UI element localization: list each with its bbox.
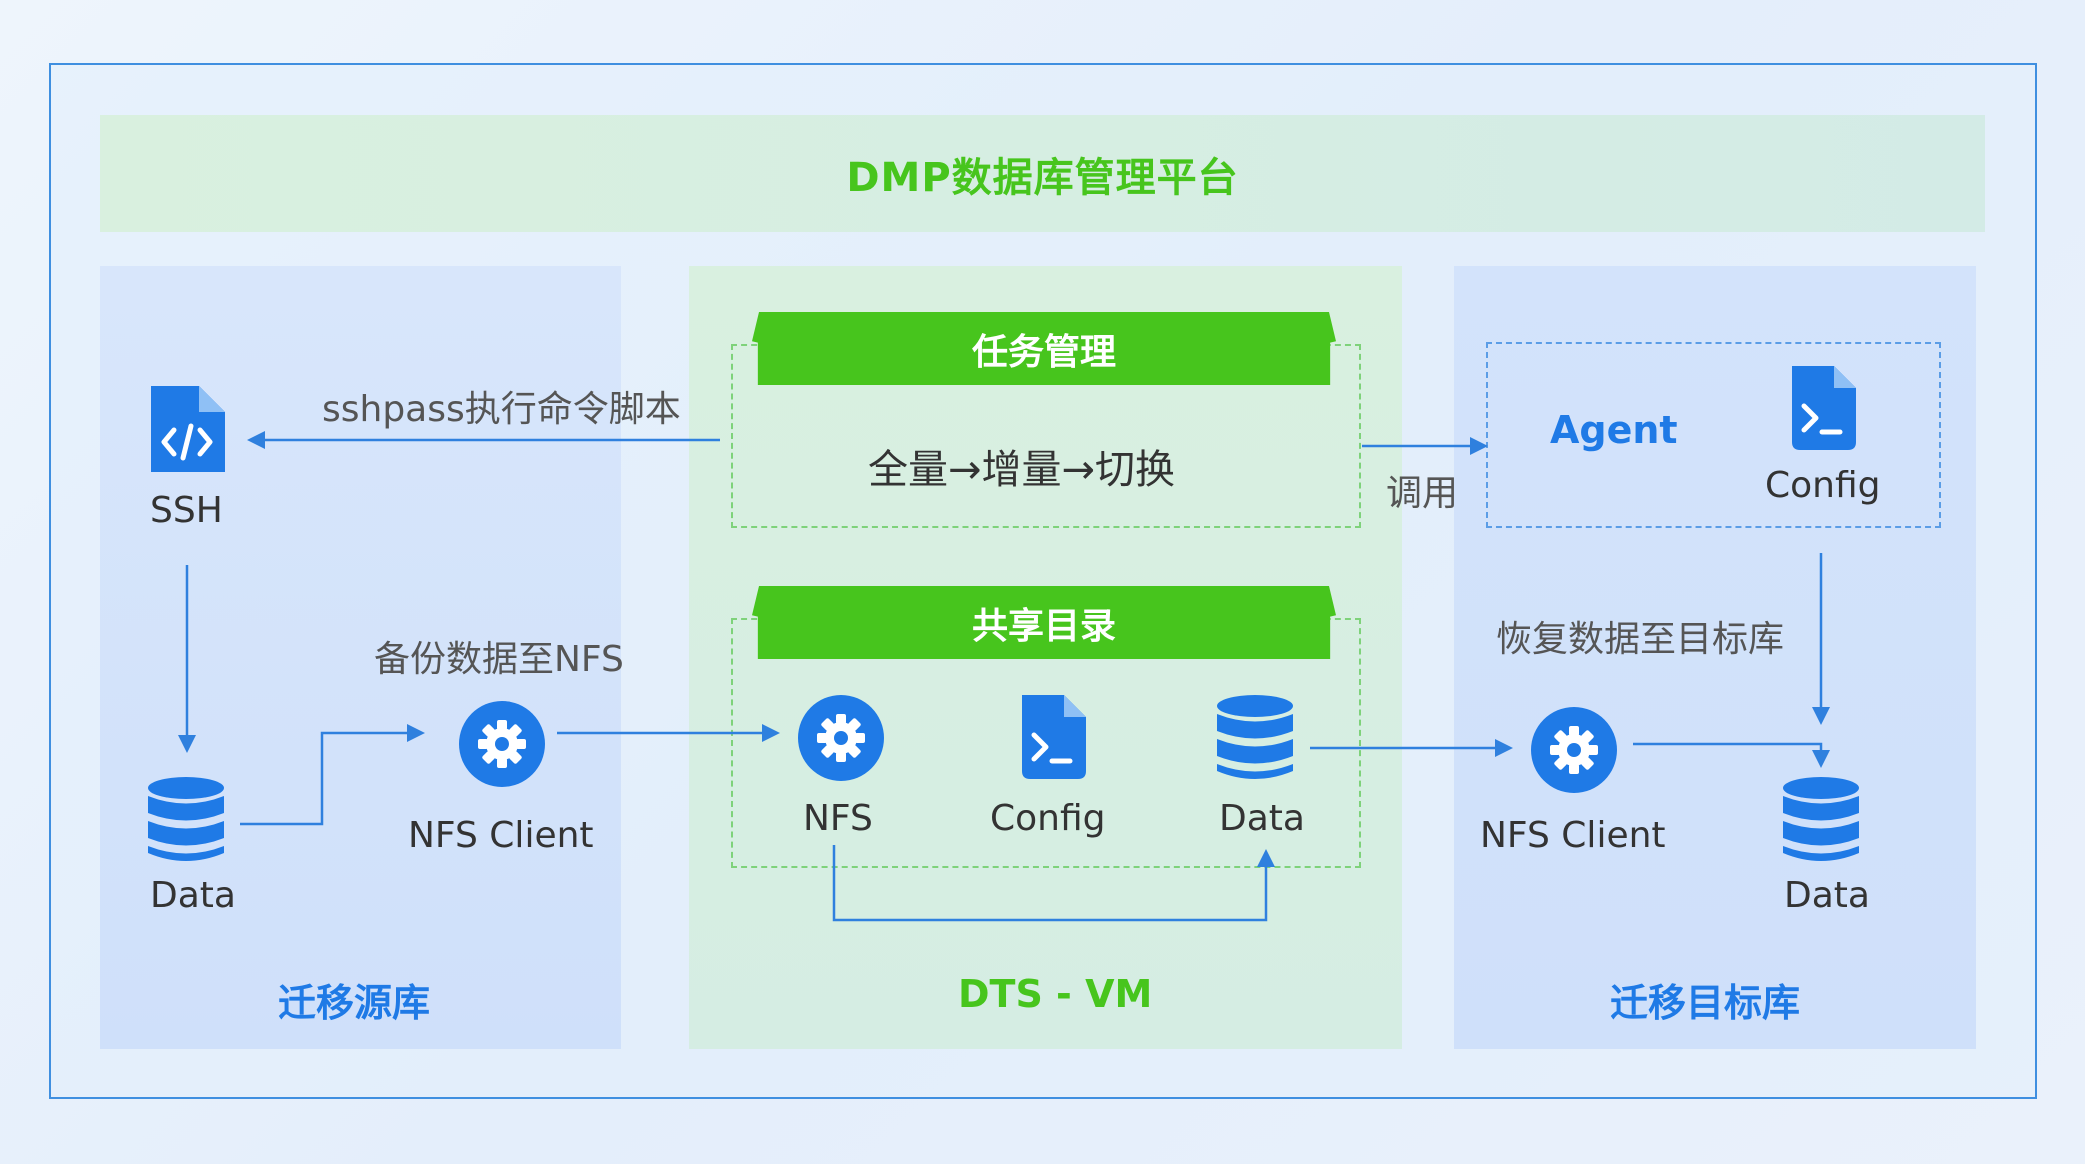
terminal-file-icon — [1022, 695, 1086, 779]
restore-caption: 恢复数据至目标库 — [1496, 619, 1785, 660]
agent-group — [1486, 342, 1941, 528]
target-gear-icon — [1531, 707, 1617, 793]
agent-config-label: Config — [1765, 465, 1881, 506]
nfs-gear-icon — [798, 695, 884, 781]
source-data-label: Data — [150, 875, 236, 916]
task-flow-text: 全量→增量→切换 — [868, 447, 1176, 493]
dts-database-icon — [1217, 695, 1293, 779]
platform-title: DMP数据库管理平台 — [846, 154, 1239, 201]
invoke-caption: 调用 — [1386, 473, 1459, 514]
agent-label: Agent — [1550, 408, 1678, 452]
shared-directory-banner: 共享目录 — [752, 586, 1336, 659]
target-panel — [1454, 266, 1976, 1049]
code-file-icon — [151, 386, 225, 472]
dts-config-label: Config — [990, 798, 1106, 839]
target-panel-title: 迁移目标库 — [1610, 981, 1801, 1025]
sshpass-caption: sshpass执行命令脚本 — [322, 389, 681, 430]
target-data-label: Data — [1784, 875, 1870, 916]
source-panel-title: 迁移源库 — [278, 981, 431, 1025]
gear-icon — [459, 701, 545, 787]
source-nfs-client-label: NFS Client — [408, 815, 594, 856]
nfs-label: NFS — [803, 798, 873, 839]
database-icon — [148, 777, 224, 861]
target-nfs-client-label: NFS Client — [1480, 815, 1666, 856]
platform-bar: DMP数据库管理平台 — [100, 115, 1985, 232]
dts-data-label: Data — [1219, 798, 1305, 839]
backup-caption: 备份数据至NFS — [374, 639, 624, 680]
ssh-label: SSH — [150, 490, 223, 531]
target-database-icon — [1783, 777, 1859, 861]
agent-config-icon — [1792, 366, 1856, 450]
dts-panel-title: DTS - VM — [958, 972, 1153, 1016]
task-management-banner: 任务管理 — [752, 312, 1336, 385]
